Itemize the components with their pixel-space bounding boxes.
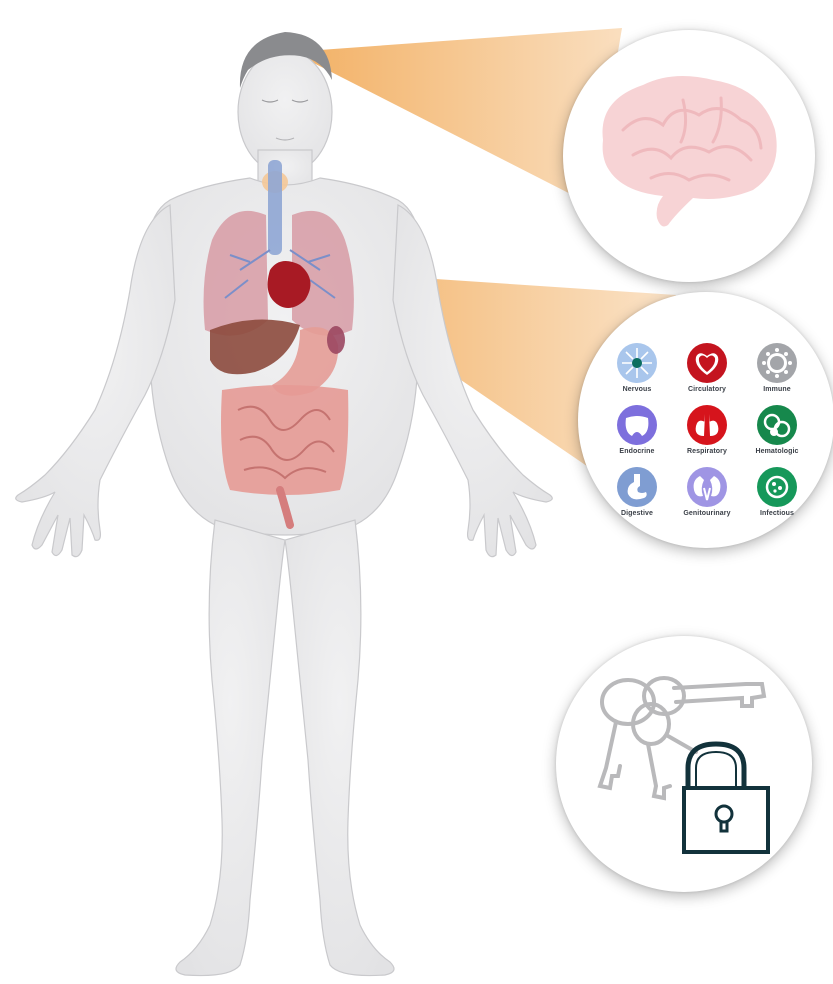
organ-system-digestive: Digestive — [602, 466, 672, 517]
lungs-icon — [686, 404, 728, 446]
organ-system-genitourinary: Genitourinary — [672, 466, 742, 517]
organ-system-label: Infectious — [742, 510, 812, 517]
pathogen-icon — [756, 466, 798, 508]
organ-system-label: Digestive — [602, 510, 672, 517]
stomach-icon — [616, 466, 658, 508]
immune-cell-icon — [756, 342, 798, 384]
organ-system-label: Immune — [742, 386, 812, 393]
organ-system-respiratory: Respiratory — [672, 404, 742, 455]
organ-system-circulatory: Circulatory — [672, 342, 742, 393]
organ-system-label: Circulatory — [672, 386, 742, 393]
padlock-icon — [556, 636, 812, 892]
organ-system-nervous: Nervous — [602, 342, 672, 393]
organ-system-label: Respiratory — [672, 448, 742, 455]
organ-system-immune: Immune — [742, 342, 812, 393]
organ-system-hematologic: Hematologic — [742, 404, 812, 455]
organ-system-label: Nervous — [602, 386, 672, 393]
heart-icon — [686, 342, 728, 384]
security-circle — [556, 636, 812, 892]
organ-system-endocrine: Endocrine — [602, 404, 672, 455]
blood-cells-icon — [756, 404, 798, 446]
brain-icon — [563, 30, 815, 282]
organ-system-label: Endocrine — [602, 448, 672, 455]
neuron-icon — [616, 342, 658, 384]
kidneys-icon — [686, 466, 728, 508]
organ-system-infectious: Infectious — [742, 466, 812, 517]
organ-system-label: Hematologic — [742, 448, 812, 455]
brain-zoom-circle — [563, 30, 815, 282]
trachea-organ — [268, 160, 282, 255]
thyroid-icon — [616, 404, 658, 446]
organ-system-label: Genitourinary — [672, 510, 742, 517]
